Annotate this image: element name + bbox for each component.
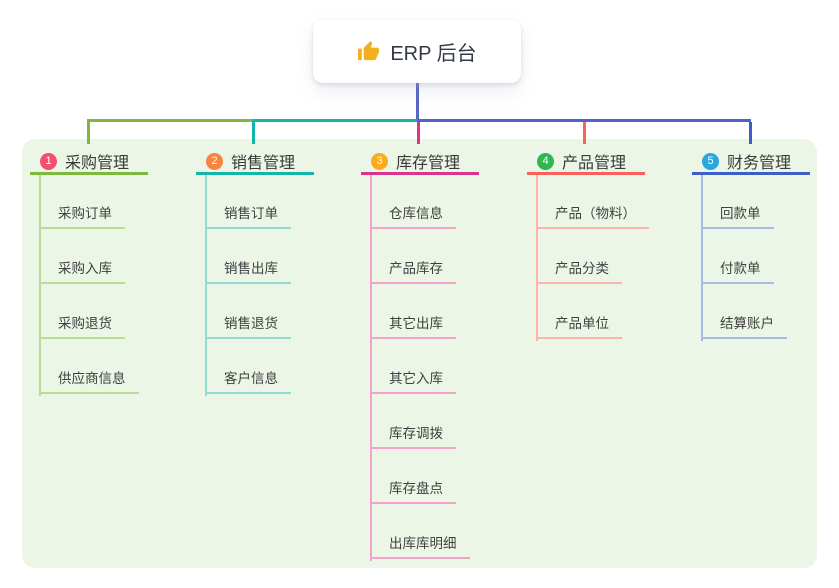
child-node[interactable]: 付款单 bbox=[701, 259, 774, 284]
branch-underline bbox=[692, 172, 810, 175]
branch-label: 库存管理 bbox=[396, 155, 461, 172]
connector-segment-mid bbox=[252, 119, 417, 122]
branch-number-badge: 1 bbox=[40, 152, 57, 170]
child-node[interactable]: 供应商信息 bbox=[39, 369, 139, 394]
branch-node-3[interactable]: 3 库存管理 bbox=[371, 150, 460, 172]
child-node[interactable]: 采购入库 bbox=[39, 259, 125, 284]
branch-underline bbox=[361, 172, 479, 175]
branch-node-2[interactable]: 2 销售管理 bbox=[206, 150, 295, 172]
branch-underline bbox=[30, 172, 148, 175]
branch-number-badge: 2 bbox=[206, 152, 223, 170]
child-node[interactable]: 采购订单 bbox=[39, 204, 125, 229]
branch-node-4[interactable]: 4 产品管理 bbox=[537, 150, 626, 172]
branch-number-badge: 3 bbox=[371, 152, 388, 170]
thumbs-up-icon bbox=[357, 40, 380, 63]
child-node[interactable]: 产品（物料） bbox=[536, 204, 649, 229]
child-node[interactable]: 产品库存 bbox=[370, 259, 456, 284]
children-connector-line bbox=[701, 175, 703, 341]
root-label: ERP 后台 bbox=[390, 43, 477, 65]
branch-label: 财务管理 bbox=[727, 155, 792, 172]
branch-drop-line bbox=[749, 122, 752, 144]
child-node[interactable]: 销售出库 bbox=[205, 259, 291, 284]
branch-drop-line bbox=[583, 122, 586, 144]
branch-drop-line bbox=[252, 119, 255, 144]
connector-segment-left bbox=[87, 119, 253, 122]
connector-segment-right bbox=[417, 119, 751, 122]
child-node[interactable]: 销售退货 bbox=[205, 314, 291, 339]
branch-label: 采购管理 bbox=[65, 155, 130, 172]
child-node[interactable]: 仓库信息 bbox=[370, 204, 456, 229]
branch-number-badge: 4 bbox=[537, 152, 554, 170]
child-node[interactable]: 回款单 bbox=[701, 204, 774, 229]
branch-node-1[interactable]: 1 采购管理 bbox=[40, 150, 129, 172]
child-node[interactable]: 客户信息 bbox=[205, 369, 291, 394]
child-node[interactable]: 库存调拨 bbox=[370, 424, 456, 449]
branch-number-badge: 5 bbox=[702, 152, 719, 170]
children-connector-line bbox=[205, 175, 207, 396]
branch-label: 产品管理 bbox=[562, 155, 627, 172]
branch-label: 销售管理 bbox=[231, 155, 296, 172]
children-connector-line bbox=[370, 175, 372, 561]
branch-underline bbox=[527, 172, 645, 175]
child-node[interactable]: 其它入库 bbox=[370, 369, 456, 394]
children-connector-line bbox=[536, 175, 538, 341]
children-connector-line bbox=[39, 175, 41, 396]
branch-drop-line bbox=[417, 122, 420, 144]
child-node[interactable]: 其它出库 bbox=[370, 314, 456, 339]
child-node[interactable]: 产品单位 bbox=[536, 314, 622, 339]
branches-panel bbox=[22, 139, 817, 568]
child-node[interactable]: 采购退货 bbox=[39, 314, 125, 339]
branch-drop-line bbox=[87, 119, 90, 144]
child-node[interactable]: 销售订单 bbox=[205, 204, 291, 229]
child-node[interactable]: 结算账户 bbox=[701, 314, 787, 339]
root-node[interactable]: ERP 后台 bbox=[313, 20, 521, 83]
child-node[interactable]: 出库库明细 bbox=[370, 534, 470, 559]
branch-node-5[interactable]: 5 财务管理 bbox=[702, 150, 791, 172]
branch-underline bbox=[196, 172, 314, 175]
child-node[interactable]: 产品分类 bbox=[536, 259, 622, 284]
child-node[interactable]: 库存盘点 bbox=[370, 479, 456, 504]
connector-trunk bbox=[416, 83, 419, 122]
